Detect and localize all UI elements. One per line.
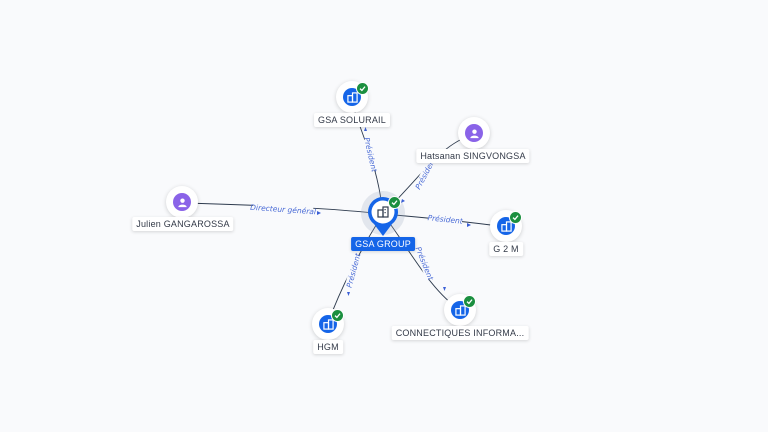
- arrow-g2m: [467, 223, 471, 227]
- node-label-center: GSA GROUP: [351, 237, 415, 251]
- node-label-hatsanan: Hatsanan SINGVONGSA: [416, 149, 530, 163]
- node-label-hgm: HGM: [313, 340, 343, 354]
- edge-label-connectiques: Président: [414, 245, 436, 282]
- edge-label-julien-group: Directeur général: [250, 203, 317, 217]
- edge-label-g2m-group: Président: [427, 213, 464, 226]
- edge-label-hgm: Président: [345, 251, 363, 288]
- person-icon: [469, 128, 479, 138]
- edge-label-connectiques-group: Président: [414, 245, 436, 282]
- person-badge: [465, 124, 483, 142]
- node-label-julien: Julien GANGAROSSA: [132, 217, 234, 231]
- building-icon: [346, 91, 358, 103]
- building-icon: [500, 220, 512, 232]
- verified-check-icon: [331, 309, 344, 322]
- arrow-hgm: [347, 292, 350, 296]
- verified-check-icon: [509, 211, 522, 224]
- edge-label-g2m: Président: [427, 213, 464, 226]
- building-icon: [454, 304, 466, 316]
- arrow-hatsanan: [401, 199, 405, 203]
- verified-check-icon: [388, 196, 401, 209]
- building-icon: [377, 206, 389, 218]
- node-label-connectiques: CONNECTIQUES INFORMA...: [391, 326, 529, 340]
- person-badge: [173, 193, 191, 211]
- node-label-solurail: GSA SOLURAIL: [314, 113, 390, 127]
- edge-label-solurail: Président: [362, 136, 379, 173]
- edge-label-solurail-group: Président: [362, 136, 379, 173]
- edge-label-julien: Directeur général: [250, 203, 317, 217]
- building-icon: [322, 318, 334, 330]
- verified-check-icon: [356, 82, 369, 95]
- verified-check-icon: [463, 295, 476, 308]
- arrow-connectiques: [443, 287, 446, 291]
- arrow-julien: [317, 211, 321, 215]
- arrow-solurail: [364, 127, 367, 131]
- edge-label-hgm-group: Président: [345, 251, 363, 288]
- node-label-g2m: G 2 M: [489, 242, 523, 256]
- person-icon: [177, 197, 187, 207]
